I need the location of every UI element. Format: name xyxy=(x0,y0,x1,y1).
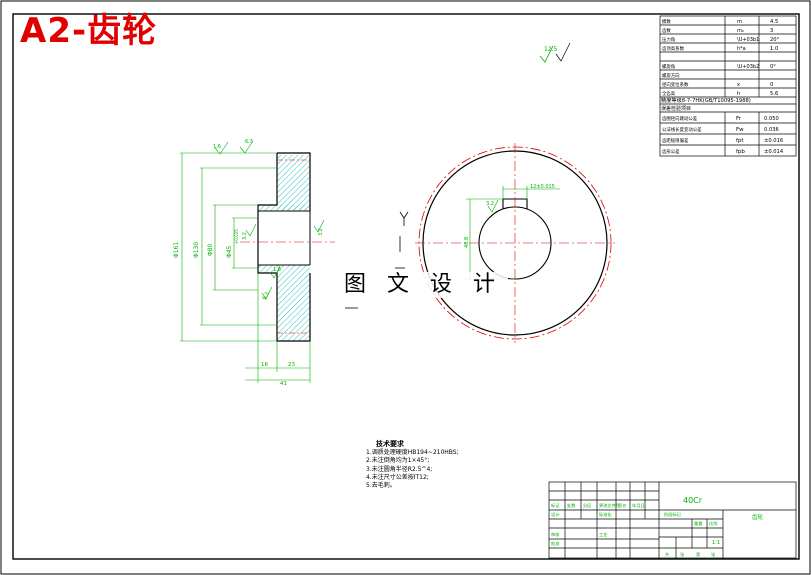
title-block-label: 签名 xyxy=(618,502,626,509)
title-block-label: 共 xyxy=(665,551,669,558)
title-block-label: 工艺 xyxy=(599,532,607,537)
tolerance-symbol: Fr xyxy=(736,116,742,122)
title-block-label: 张 xyxy=(711,551,716,558)
title-block-label: 年月日 xyxy=(632,502,645,509)
dim-keyway-width: 12±0.015 xyxy=(530,184,555,190)
watermark-text: 图 文 设 计 xyxy=(338,272,508,299)
tolerance-symbol: fpt xyxy=(736,138,744,144)
param-symbol: m xyxy=(737,19,742,25)
dim-bore-diameter: Φ45 xyxy=(226,245,233,258)
tolerance-value: ±0.014 xyxy=(764,149,784,155)
param-symbol: h xyxy=(737,91,740,97)
param-name: 径向变位系数 xyxy=(662,81,689,88)
param-value: 1.0 xyxy=(770,46,778,52)
roughness-general-value: 12.5 xyxy=(544,46,558,53)
title-block-label: 比例 xyxy=(709,520,717,527)
param-symbol: m₂ xyxy=(737,28,744,34)
param-value: 3 xyxy=(770,28,773,34)
tolerance-value: ±0.016 xyxy=(764,138,783,144)
dim-keyway-depth: 48.8 xyxy=(464,237,470,248)
title-block-label: 张 xyxy=(680,551,685,558)
general-roughness-mark: 12.5 xyxy=(539,42,571,63)
tech-notes-heading: 技术要求 xyxy=(376,440,404,448)
title-block-label: 阶段标记 xyxy=(664,511,682,518)
title-block-label: 批准 xyxy=(551,540,559,547)
tolerance-rows: 齿圈径向跳动公差 Fr 0.050 公法线长度变动公差 Fw 0.036 齿距极限偏差 fpt… xyxy=(662,115,784,155)
title-block-label: 分区 xyxy=(583,502,591,509)
param-symbol: h*a xyxy=(737,46,746,52)
accuracy-note: 精度等级8-7-7HK(GB/T10095-1988) xyxy=(661,96,751,104)
dim-rim-width: 23 xyxy=(288,362,295,368)
scale-label: 1:1 xyxy=(712,540,720,546)
param-name: 齿顶高系数 xyxy=(662,45,685,52)
roughness-web: 1.6 xyxy=(273,267,281,273)
param-name: 齿数 xyxy=(662,27,671,34)
dim-web-diameter: Φ80 xyxy=(207,243,214,256)
title-block xyxy=(548,481,797,559)
param-symbol: \U+03b2 xyxy=(737,64,759,70)
title-block-label: 审核 xyxy=(551,531,560,538)
tech-note-item: 1.调质处理硬度HB194~210HBS; xyxy=(366,449,459,457)
param-value: 5.6 xyxy=(770,91,778,97)
tolerance-value: 0.036 xyxy=(764,127,779,133)
param-name: 螺旋角 xyxy=(662,63,675,70)
tolerance-symbol: fpb xyxy=(736,149,745,155)
param-name: 模数 xyxy=(662,18,671,25)
param-value: 20° xyxy=(770,37,780,43)
title-block-label: 设计 xyxy=(551,511,559,518)
title-block-labels: 标记处数分区 更改文件号签名年月日设计 标准化 阶段标记重量比例审核 工艺批准共 张 第 张 xyxy=(551,502,717,558)
param-name: 全齿高 xyxy=(662,90,676,97)
dim-hub-width: 41 xyxy=(280,381,287,387)
title-block-label: 标准化 xyxy=(599,511,612,518)
tolerance-name: 齿圈径向跳动公差 xyxy=(662,115,698,122)
tolerance-value: 0.050 xyxy=(764,116,779,122)
param-name: 螺旋方向 xyxy=(662,72,680,79)
dim-hub-diameter: Φ130 xyxy=(193,242,200,258)
part-name-label: 齿轮 xyxy=(752,513,764,521)
param-symbol: x xyxy=(737,82,740,88)
tolerance-name: 齿形公差 xyxy=(662,148,680,155)
drawing-title: A2-齿轮 xyxy=(20,11,158,51)
dim-bore-tolerance: +0.025 xyxy=(234,229,239,244)
param-symbol: \U+03b1 xyxy=(737,37,759,43)
gear-parameter-rows: 模数 m 4.5 齿数 m₂ 3 压力角 \U+03b1 20° 齿顶高系数 h*a 1.0 螺旋角 \U… xyxy=(662,18,780,97)
roughness-bore: 3.2 xyxy=(318,228,324,236)
title-block-label: 标记 xyxy=(551,502,560,509)
dim-tip-diameter: Φ161 xyxy=(173,242,180,258)
tech-note-item: 3.未注圆角半径R2.5^4; xyxy=(366,465,433,473)
roughness-top: 1.6 xyxy=(213,144,221,150)
roughness-lower: 6.3 xyxy=(262,291,271,301)
param-value: 0° xyxy=(770,64,776,70)
roughness-side: 3.2 xyxy=(242,232,248,240)
gear-front-view: 12±0.015 48.8 3.2 xyxy=(345,143,615,343)
param-value: 0 xyxy=(770,82,773,88)
title-block-label: 重量 xyxy=(694,520,702,527)
inner-frame xyxy=(12,13,800,560)
tech-note-item: 2.未注倒角均为1×45°; xyxy=(366,457,430,465)
title-block-label: 处数 xyxy=(567,502,576,509)
param-value: 4.5 xyxy=(770,19,778,25)
tolerance-name: 公法线长度变动公差 xyxy=(662,126,702,133)
tech-note-item: 4.未注尺寸公差按IT12; xyxy=(366,473,429,481)
param-name: 压力角 xyxy=(662,36,675,43)
title-block-label: 更改文件号 xyxy=(599,502,620,509)
material-label: 40Cr xyxy=(683,496,703,505)
technical-requirements: 技术要求 1.调质处理硬度HB194~210HBS; 2.未注倒角均为1×45°… xyxy=(366,440,459,490)
tech-note-item: 5.去毛刺。 xyxy=(366,482,396,490)
dim-web-width: 16 xyxy=(261,362,268,368)
tolerance-name: 齿距极限偏差 xyxy=(662,137,689,144)
tolerance-header: 误差检验项目 xyxy=(661,105,691,112)
gear-side-section: Φ161 Φ130 Φ80 Φ45 +0.025 16 23 41 1.6 6.… xyxy=(173,139,335,387)
title-block-label: 第 xyxy=(696,551,700,558)
roughness-top2: 6.3 xyxy=(245,139,253,145)
gear-parameter-table xyxy=(659,15,797,157)
roughness-keyway: 3.2 xyxy=(486,201,494,207)
tolerance-symbol: Fw xyxy=(736,127,744,133)
